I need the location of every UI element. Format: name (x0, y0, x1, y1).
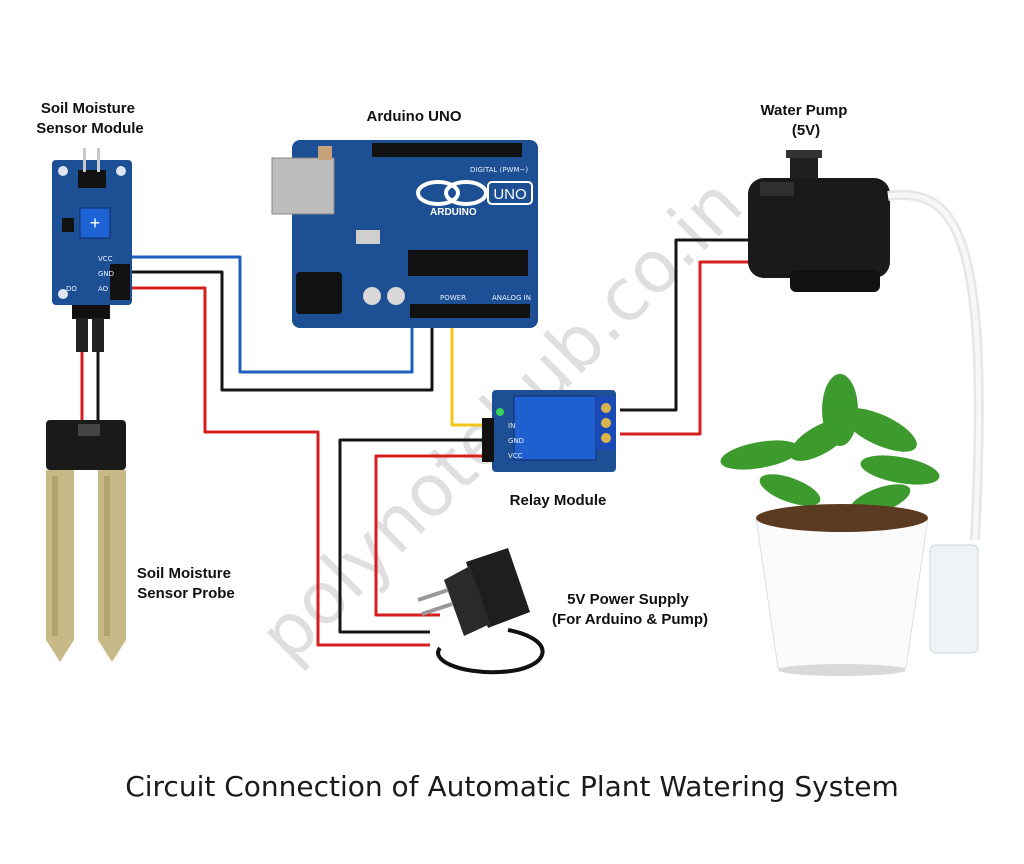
pin-label: GND (98, 270, 114, 278)
relay-pin-label: IN (508, 422, 515, 430)
analog-header-label: ANALOG IN (492, 294, 531, 302)
digital-header-label: DIGITAL (PWM~) (470, 166, 528, 174)
soil-probe-label: Soil Moisture Sensor Probe (137, 565, 235, 602)
soil-sensor-probe (46, 420, 126, 662)
svg-text:+: + (90, 213, 101, 233)
pin-label: AO (98, 285, 109, 293)
power-supply-label: 5V Power Supply (For Arduino & Pump) (552, 591, 708, 628)
soil-sensor-module-label: Soil Moisture Sensor Module (36, 100, 144, 137)
water-pump-label: Water Pump (5V) (760, 102, 851, 139)
power-supply-adapter (417, 548, 545, 675)
pin-label: DO (66, 285, 77, 293)
power-header-label: POWER (440, 294, 466, 302)
diagram-caption: Circuit Connection of Automatic Plant Wa… (125, 770, 899, 803)
water-pump (748, 150, 984, 541)
wire-black-pump (620, 238, 755, 412)
arduino-logo-text: ARDUINO (430, 207, 477, 218)
uno-logo-text: UNO (493, 186, 526, 203)
wire-red-pump (620, 260, 765, 436)
wire-black-relay-gnd (338, 438, 490, 634)
wire-red-sensor-vcc (130, 286, 430, 647)
soil-sensor-module: + VCC GND AO DO (52, 148, 132, 352)
arduino-label: Arduino UNO (367, 108, 462, 125)
potted-plant (720, 374, 979, 676)
pin-label: VCC (98, 255, 113, 263)
wire-blue-signal (130, 255, 414, 374)
wire-black-gnd (130, 270, 434, 392)
arduino-uno-board: UNO ARDUINO DIGITAL (PWM~) POWER ANALOG … (271, 140, 538, 328)
relay-module: IN GND VCC (482, 390, 616, 472)
relay-label: Relay Module (510, 492, 607, 509)
relay-pin-label: GND (508, 437, 524, 445)
wires (80, 238, 765, 647)
wire-red-relay-vcc (374, 454, 490, 617)
plant-leaves (720, 374, 940, 516)
relay-pin-label: VCC (508, 452, 523, 460)
wire-yellow-signal (450, 318, 490, 427)
